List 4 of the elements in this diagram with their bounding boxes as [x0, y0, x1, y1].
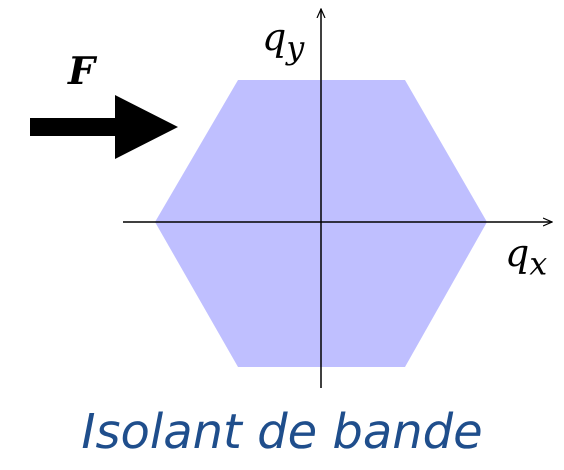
caption: Isolant de bande: [80, 408, 484, 456]
axis-label: q$_{x}$: [505, 234, 548, 282]
axis-label: q$_{y}$: [262, 18, 304, 66]
force-label: F: [68, 52, 95, 90]
